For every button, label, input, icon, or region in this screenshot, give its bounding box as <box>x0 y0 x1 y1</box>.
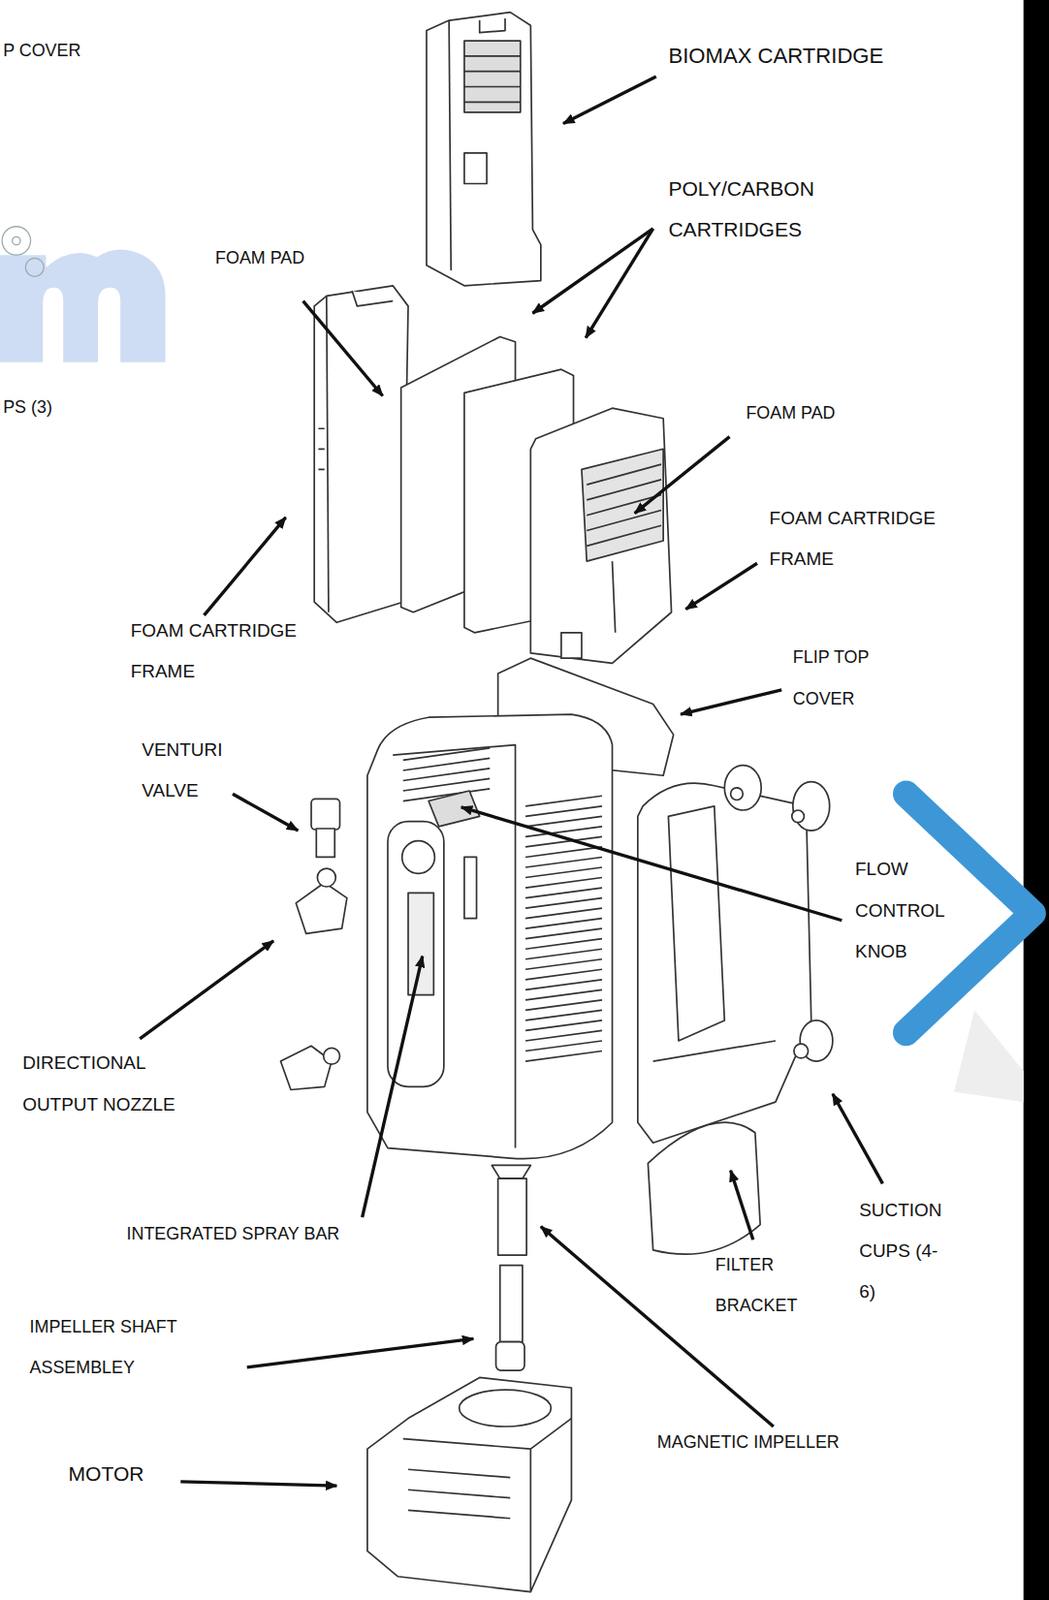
part-label: FOAM PAD <box>215 237 305 279</box>
part-label: FILTER BRACKET <box>715 1245 828 1328</box>
part-label: SUCTION CUPS (4-6) <box>858 1190 945 1313</box>
part-label: FOAM CARTRIDGE FRAME <box>769 498 954 580</box>
part-label: FLOW CONTROL KNOB <box>855 849 953 972</box>
part-label: FOAM CARTRIDGE FRAME <box>130 610 315 693</box>
part-label: DIRECTIONAL OUTPUT NOZZLE <box>22 1043 201 1125</box>
part-label: POLY/CARBON CARTRIDGES <box>667 168 847 251</box>
part-label: VENTURI VALVE <box>141 730 259 812</box>
part-label: INTEGRATED SPRAY BAR <box>127 1214 341 1256</box>
part-label: PS (3) <box>2 387 53 429</box>
part-label: BIOMAX CARTRIDGE <box>667 35 884 77</box>
part-label: FOAM PAD <box>745 392 835 434</box>
part-label: MAGNETIC IMPELLER <box>657 1423 840 1464</box>
part-label: IMPELLER SHAFT ASSEMBLEY <box>30 1307 229 1390</box>
part-label: FLIP TOP COVER <box>793 637 895 720</box>
part-label: P COVER <box>2 31 81 72</box>
part-label: MOTOR <box>68 1453 145 1495</box>
